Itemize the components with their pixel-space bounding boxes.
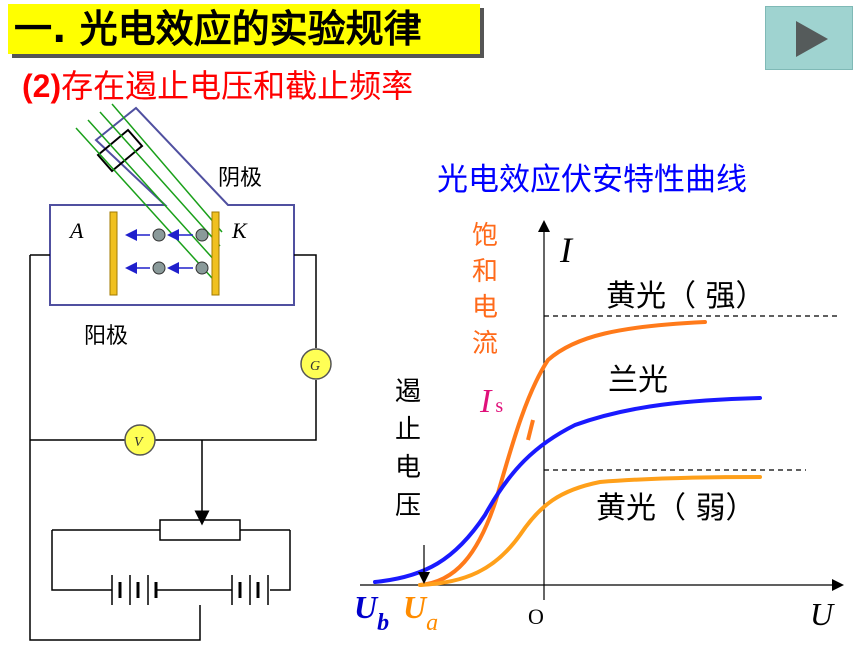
label-yellow-strong: 黄光（ 强） bbox=[606, 279, 766, 314]
graph-title: 光电效应伏安特性曲线 bbox=[437, 162, 747, 198]
stopping-char-1: 遏 bbox=[395, 377, 421, 407]
saturation-char-1: 饱 bbox=[472, 221, 498, 251]
curve-tick-orange bbox=[526, 419, 535, 441]
origin-label: O bbox=[528, 604, 544, 629]
stopping-char-3: 电 bbox=[395, 453, 421, 483]
battery-left bbox=[111, 575, 200, 605]
play-button[interactable] bbox=[765, 6, 853, 70]
light-window bbox=[96, 128, 144, 173]
light-rays bbox=[75, 103, 223, 279]
title-box: 一. 光电效应的实验规律 bbox=[8, 4, 480, 54]
stopping-char-4: 压 bbox=[395, 491, 421, 521]
y-axis-label: I bbox=[559, 230, 574, 270]
cathode-label: 阴极 bbox=[218, 166, 262, 191]
plate-a-label: A bbox=[68, 218, 84, 243]
galvanometer: G bbox=[300, 348, 332, 380]
ub-label: Ub bbox=[354, 589, 389, 636]
subtitle: (2)存在遏止电压和截止频率 bbox=[22, 66, 413, 106]
label-yellow-weak: 黄光（ 弱） bbox=[596, 491, 756, 526]
circuit-wires bbox=[29, 254, 317, 641]
ua-label: Ua bbox=[403, 589, 438, 636]
page-title: 一. 光电效应的实验规律 bbox=[14, 7, 422, 51]
curve-yellow-weak bbox=[418, 475, 762, 587]
stopping-voltage-label: 遏 止 电 压 bbox=[395, 377, 421, 521]
saturation-char-2: 和 bbox=[472, 257, 498, 287]
anode-label: 阳极 bbox=[84, 324, 128, 349]
voltmeter: V bbox=[124, 424, 156, 456]
curve-yellow-strong bbox=[418, 320, 707, 587]
voltmeter-label: V bbox=[134, 435, 144, 450]
rheostat bbox=[159, 519, 241, 541]
x-axis-label: U bbox=[810, 596, 835, 632]
vacuum-tube bbox=[49, 106, 295, 306]
electrons bbox=[125, 228, 209, 275]
cathode-plate bbox=[211, 211, 220, 296]
saturation-char-3: 电 bbox=[472, 293, 498, 323]
plate-k-label: K bbox=[231, 218, 248, 243]
play-icon bbox=[796, 21, 828, 57]
label-blue: 兰光 bbox=[608, 363, 668, 398]
saturation-label: 饱 和 电 流 bbox=[472, 221, 498, 359]
stopping-char-2: 止 bbox=[395, 415, 421, 445]
saturation-char-4: 流 bbox=[472, 329, 498, 359]
battery-right bbox=[200, 575, 269, 605]
anode-plate bbox=[109, 211, 118, 296]
subtitle-number: (2) bbox=[22, 68, 62, 104]
galvanometer-label: G bbox=[310, 359, 320, 374]
subtitle-text: 存在遏止电压和截止频率 bbox=[61, 67, 414, 105]
curve-blue bbox=[373, 396, 762, 584]
